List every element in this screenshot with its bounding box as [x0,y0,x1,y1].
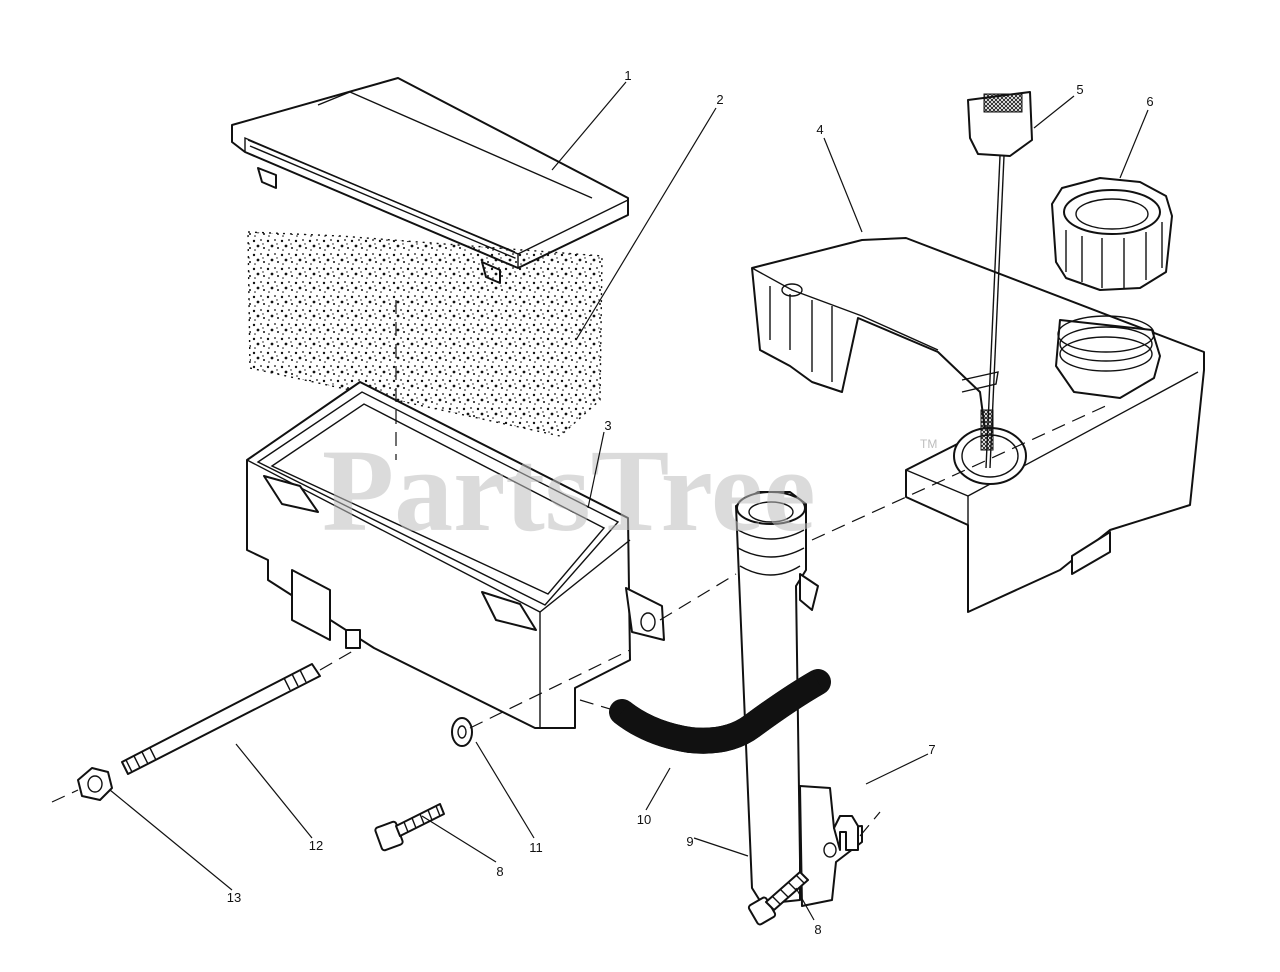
callout-5: 5 [1076,82,1083,97]
foam-filter-element [247,231,603,437]
callout-1: 1 [624,68,631,83]
callout-8-left: 8 [496,864,503,879]
watermark-trademark: TM [920,437,937,451]
callout-3: 3 [604,418,611,433]
fuel-tank [751,237,1205,613]
fuel-cap [1051,177,1173,291]
callout-7: 7 [928,742,935,757]
watermark-text: PartsTree [322,425,816,556]
washer [451,717,473,747]
leader-lines [109,81,1149,921]
callout-labels: 1 2 3 4 5 6 7 8 8 9 10 11 12 13 [227,68,1154,937]
callout-11: 11 [529,840,543,855]
pipe-clamp [833,815,859,851]
dipstick [961,91,1033,469]
screw-left [374,803,445,852]
threaded-stud [121,663,321,775]
callout-12: 12 [309,838,323,853]
hex-nut [77,767,113,801]
callout-2: 2 [716,92,723,107]
watermark: PartsTree TM [322,425,937,556]
callout-13: 13 [227,890,241,905]
callout-4: 4 [816,122,823,137]
screw-right [747,871,809,926]
air-cleaner-base [246,381,665,729]
callout-10: 10 [637,812,651,827]
callout-9: 9 [686,834,693,849]
air-cleaner-cover [231,77,629,284]
fuel-hose [609,669,831,754]
alignment-lines [51,300,1111,837]
callout-8-right: 8 [814,922,821,937]
callout-6: 6 [1146,94,1153,109]
